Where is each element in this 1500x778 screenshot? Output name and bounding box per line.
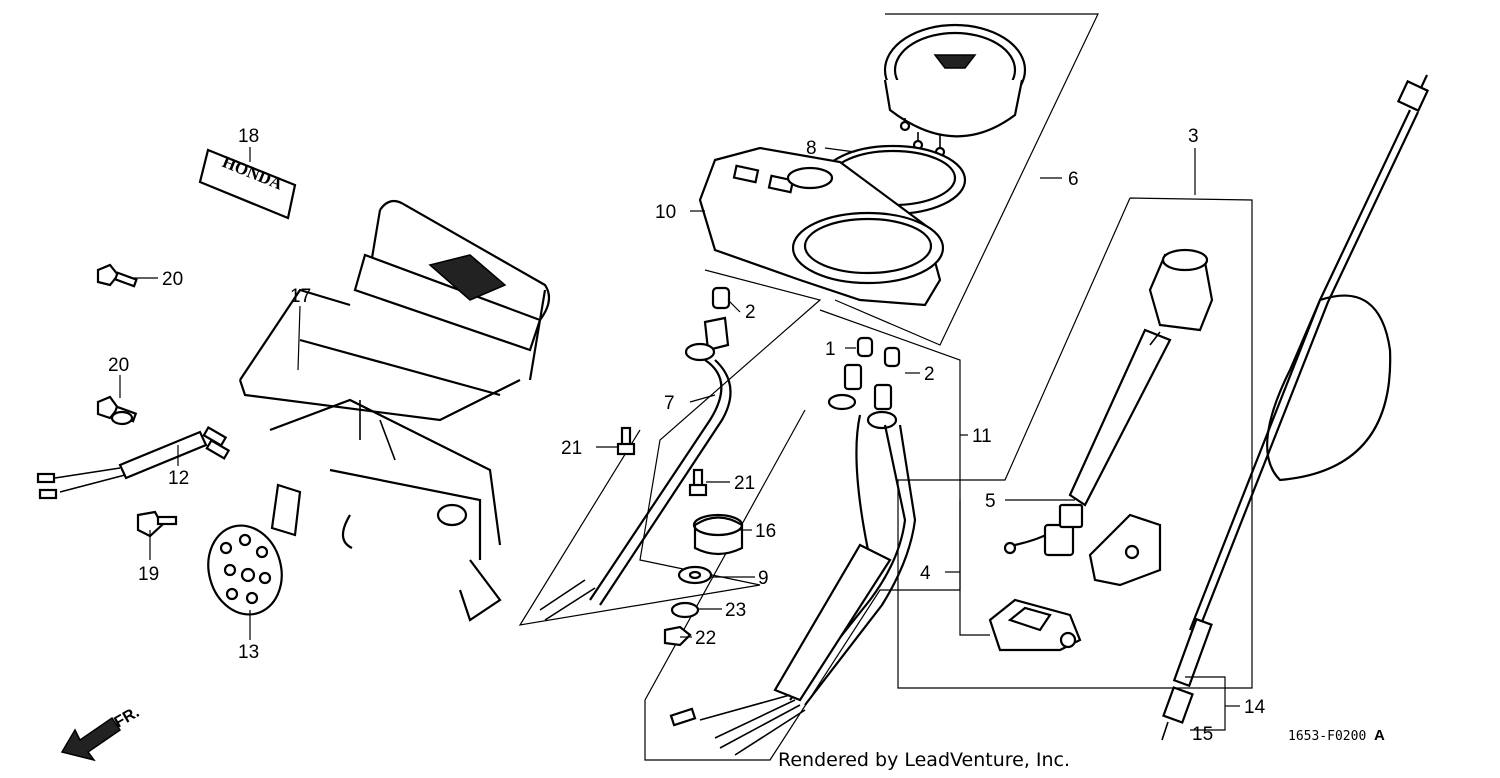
hardware-bolts	[96, 263, 744, 647]
callout-20b: 20	[108, 355, 129, 376]
front-direction-arrow: FR.	[60, 704, 142, 762]
diagram-code: 1653-F0200	[1288, 729, 1366, 744]
callout-21b: 21	[734, 473, 755, 494]
outline-speedometer-group	[834, 13, 1099, 346]
socket-harness-right	[669, 336, 917, 756]
callout-15: 15	[1192, 724, 1213, 745]
callout-9: 9	[758, 568, 769, 589]
honda-emblem: HONDA	[198, 148, 297, 220]
outline-harness-7	[518, 269, 822, 626]
leader-lines	[119, 147, 1240, 731]
callout-2b: 2	[924, 364, 935, 385]
diagram-suffix: A	[1374, 727, 1385, 744]
front-arrow-icon	[60, 716, 122, 762]
callout-3: 3	[1188, 126, 1199, 147]
callout-1: 1	[825, 339, 836, 360]
callout-17: 17	[290, 286, 311, 307]
callout-19: 19	[138, 564, 159, 585]
callout-14: 14	[1244, 697, 1266, 718]
ignition-switch	[1003, 248, 1214, 557]
callout-21a: 21	[561, 438, 582, 459]
horn-wire	[36, 426, 231, 500]
callout-11: 11	[972, 426, 992, 447]
callout-20a: 20	[162, 269, 183, 290]
callout-labels: 18 20 20 17 12 19 13 2 8 10 6 7 21 21 16…	[108, 126, 1266, 745]
callout-10: 10	[655, 202, 676, 223]
outline-harness-11	[644, 309, 961, 761]
callout-23: 23	[725, 600, 746, 621]
group-outlines	[518, 13, 1253, 761]
callout-16: 16	[755, 521, 776, 542]
meter-case	[698, 146, 945, 307]
callout-5: 5	[985, 491, 996, 512]
callout-18: 18	[238, 126, 259, 147]
socket-harness-left	[539, 286, 732, 621]
outline-ignition-group	[897, 197, 1253, 689]
callout-6: 6	[1068, 169, 1079, 190]
speedometer	[883, 23, 1027, 158]
callout-2a: 2	[745, 302, 756, 323]
callout-4: 4	[920, 563, 931, 584]
callout-7: 7	[664, 393, 675, 414]
speedometer-cable	[1161, 74, 1430, 741]
horn	[207, 483, 302, 616]
watermark-text: Rendered by LeadVenture, Inc.	[778, 749, 1070, 771]
ignition-covers	[988, 513, 1162, 652]
callout-13: 13	[238, 642, 259, 663]
callout-22: 22	[695, 628, 716, 649]
carrier-frame	[238, 199, 551, 622]
callout-8: 8	[806, 138, 817, 159]
callout-12: 12	[168, 468, 189, 489]
